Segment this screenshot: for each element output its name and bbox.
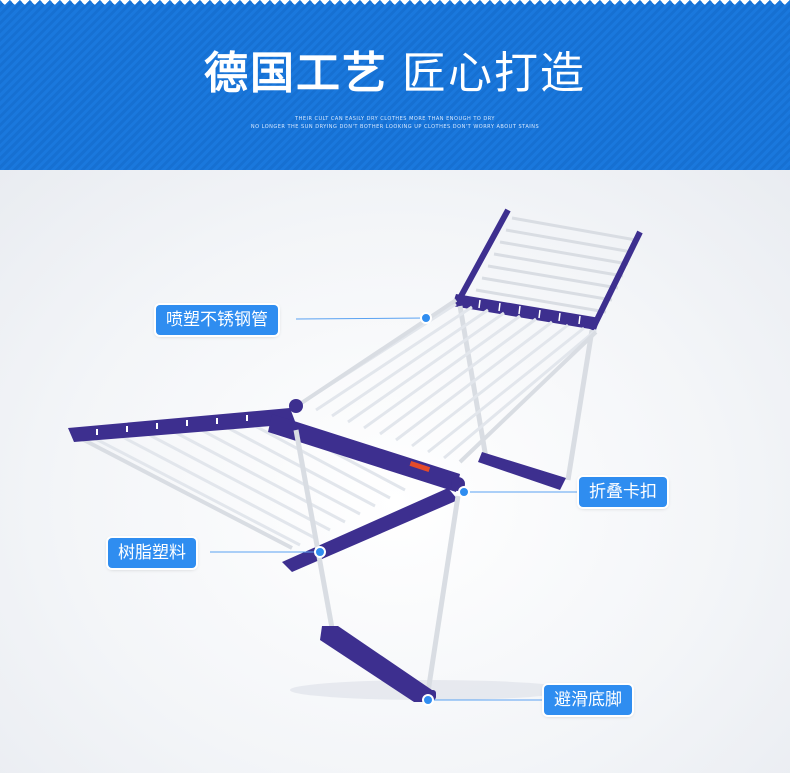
header-banner: 德国工艺匠心打造 THEIR CULT CAN EASILY DRY CLOTH… — [0, 0, 790, 170]
callout-leaders — [210, 317, 578, 701]
callout-folding-clip: 折叠卡扣 — [579, 477, 667, 507]
front-crossbar — [268, 414, 460, 492]
front-leg-right — [425, 495, 461, 693]
back-crossbar-notches — [478, 299, 581, 325]
headline-bold: 德国工艺 — [204, 48, 388, 99]
middle-left-rail — [298, 298, 458, 406]
banner-headline: 德国工艺匠心打造 — [0, 44, 790, 104]
back-foot-bar — [478, 452, 566, 490]
brand-tag — [409, 461, 431, 472]
middle-right-rail — [458, 330, 598, 464]
banner-zigzag-edge — [0, 0, 790, 10]
callout-dots — [314, 312, 470, 706]
back-wing-left-rail — [457, 208, 511, 300]
front-foot-bar — [320, 626, 432, 702]
back-leg-right — [565, 329, 595, 481]
callout-steel-tube: 喷塑不锈钢管 — [156, 305, 278, 335]
headline-light: 匠心打造 — [402, 48, 586, 99]
banner-subtitle-line1: THEIR CULT CAN EASILY DRY CLOTHES MORE T… — [295, 116, 495, 122]
banner-subtitle-line2: NO LONGER THE SUN DRYING DON'T BOTHER LO… — [250, 124, 540, 130]
back-wing-rods — [475, 216, 637, 314]
back-crossbar — [452, 294, 600, 330]
front-wing-end-bar — [68, 408, 296, 442]
hinge-left — [289, 399, 303, 413]
front-leg-left — [293, 429, 335, 629]
front-wing-outer-rail — [79, 436, 293, 550]
callout-resin-plastic: 树脂塑料 — [108, 538, 196, 568]
callout-anti-slip-feet: 避滑底脚 — [544, 685, 632, 715]
back-wing-right-rail — [589, 230, 643, 332]
middle-rods — [299, 302, 597, 460]
front-wing-end-notches — [96, 415, 248, 435]
front-lower-wing-bar — [282, 488, 458, 572]
